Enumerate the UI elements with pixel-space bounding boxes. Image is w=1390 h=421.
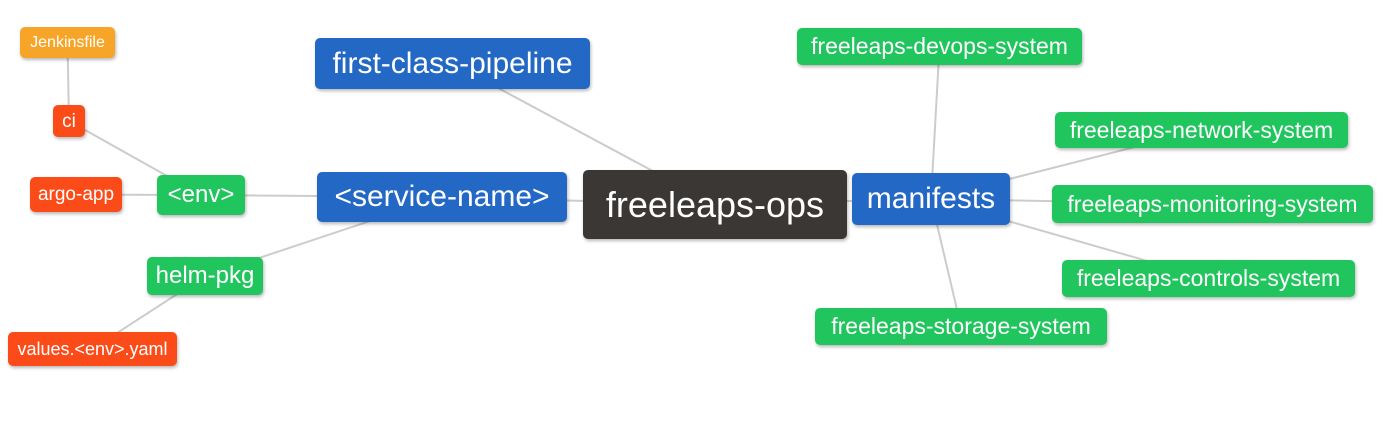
node-freeleaps-network-system[interactable]: freeleaps-network-system bbox=[1055, 112, 1348, 148]
node-freeleaps-storage-system[interactable]: freeleaps-storage-system bbox=[815, 308, 1107, 345]
node-service-name[interactable]: <service-name> bbox=[317, 172, 567, 222]
node-values-env-yaml[interactable]: values.<env>.yaml bbox=[8, 332, 177, 366]
node-ci[interactable]: ci bbox=[53, 105, 85, 137]
node-argo-app[interactable]: argo-app bbox=[30, 177, 122, 212]
node-helm-pkg[interactable]: helm-pkg bbox=[147, 257, 263, 295]
node-freeleaps-monitoring-system[interactable]: freeleaps-monitoring-system bbox=[1052, 185, 1373, 223]
node-manifests[interactable]: manifests bbox=[852, 173, 1010, 225]
node-freeleaps-controls-system[interactable]: freeleaps-controls-system bbox=[1062, 260, 1355, 297]
node-first-class-pipeline[interactable]: first-class-pipeline bbox=[315, 38, 590, 89]
node-freeleaps-devops-system[interactable]: freeleaps-devops-system bbox=[797, 28, 1082, 65]
node-jenkinsfile[interactable]: Jenkinsfile bbox=[20, 27, 115, 58]
node-env[interactable]: <env> bbox=[157, 175, 245, 215]
node-freeleaps-ops[interactable]: freeleaps-ops bbox=[583, 170, 847, 239]
